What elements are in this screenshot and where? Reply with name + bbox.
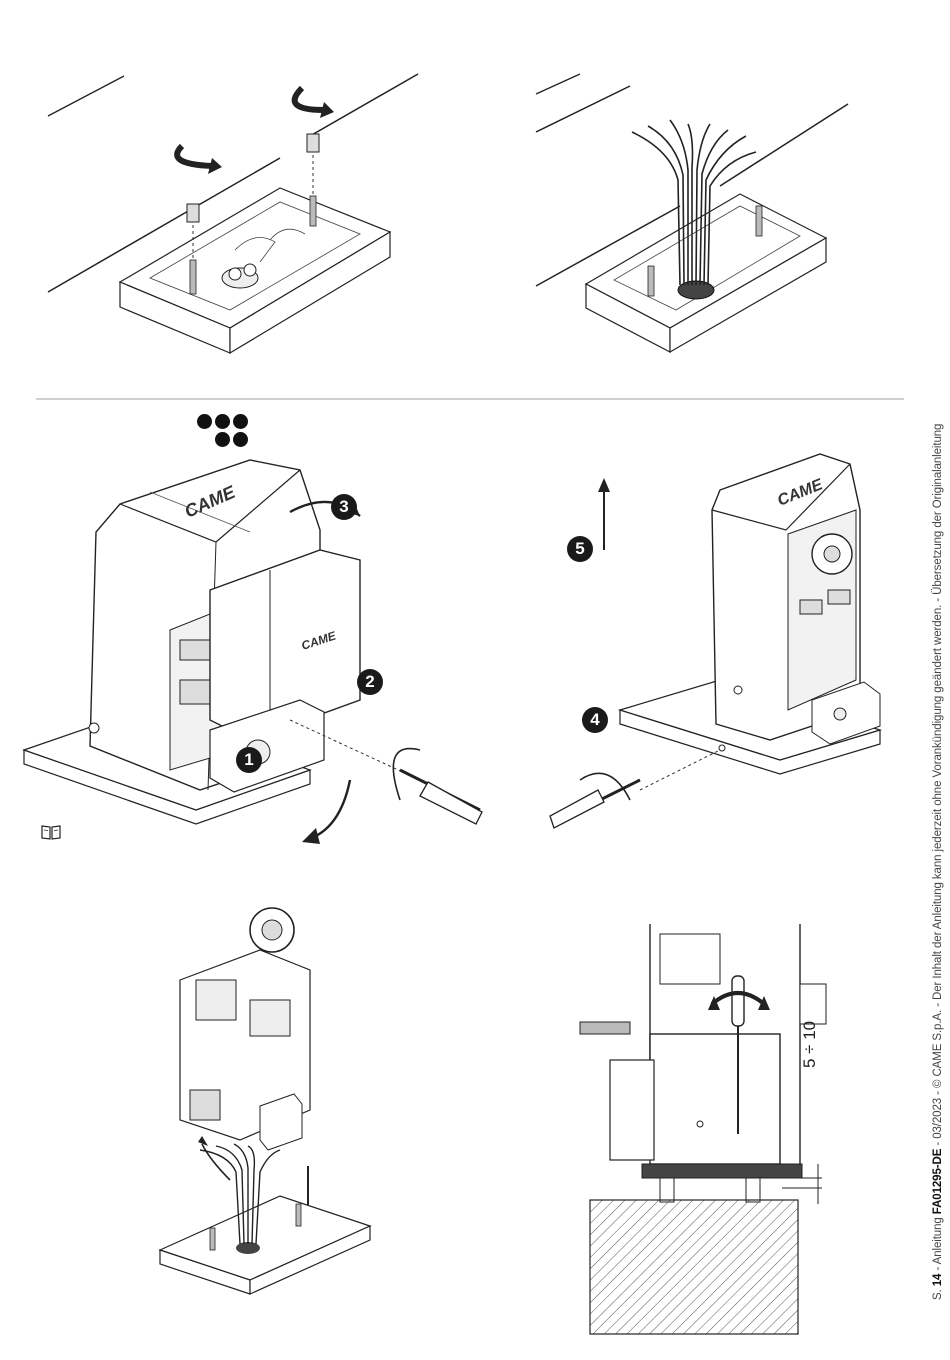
step-badge-1: 1: [236, 747, 262, 773]
step-badge-4: 4: [582, 707, 608, 733]
base-plate-cables-figure: [530, 70, 860, 370]
footer-manual-code: FA01295-DE: [932, 1149, 944, 1214]
unit-placement-figure: [150, 910, 390, 1290]
step-badge-2: 2: [357, 669, 383, 695]
page-footer: S. 14 - Anleitung FA01295-DE - 03/2023 -…: [932, 400, 948, 1300]
open-book-icon: [41, 824, 61, 840]
section-divider: [36, 398, 904, 400]
adjustment-dimension-label: 5 ÷ 10: [800, 988, 820, 1068]
step-badge-5: 5: [567, 536, 593, 562]
footer-page-prefix: S.: [932, 1286, 944, 1300]
footer-page-number: 14: [932, 1274, 944, 1287]
unit-removal-figure: CAME: [540, 450, 900, 830]
base-plate-studs-figure: [40, 70, 440, 370]
cover-removal-figure: CAME CAME: [20, 440, 480, 840]
height-adjustment-figure: [550, 924, 840, 1344]
footer-manual-prefix: - Anleitung: [932, 1214, 944, 1273]
footer-rest: - 03/2023 - © CAME S.p.A. - Der Inhalt d…: [932, 424, 944, 1149]
step-badge-3: 3: [331, 494, 357, 520]
